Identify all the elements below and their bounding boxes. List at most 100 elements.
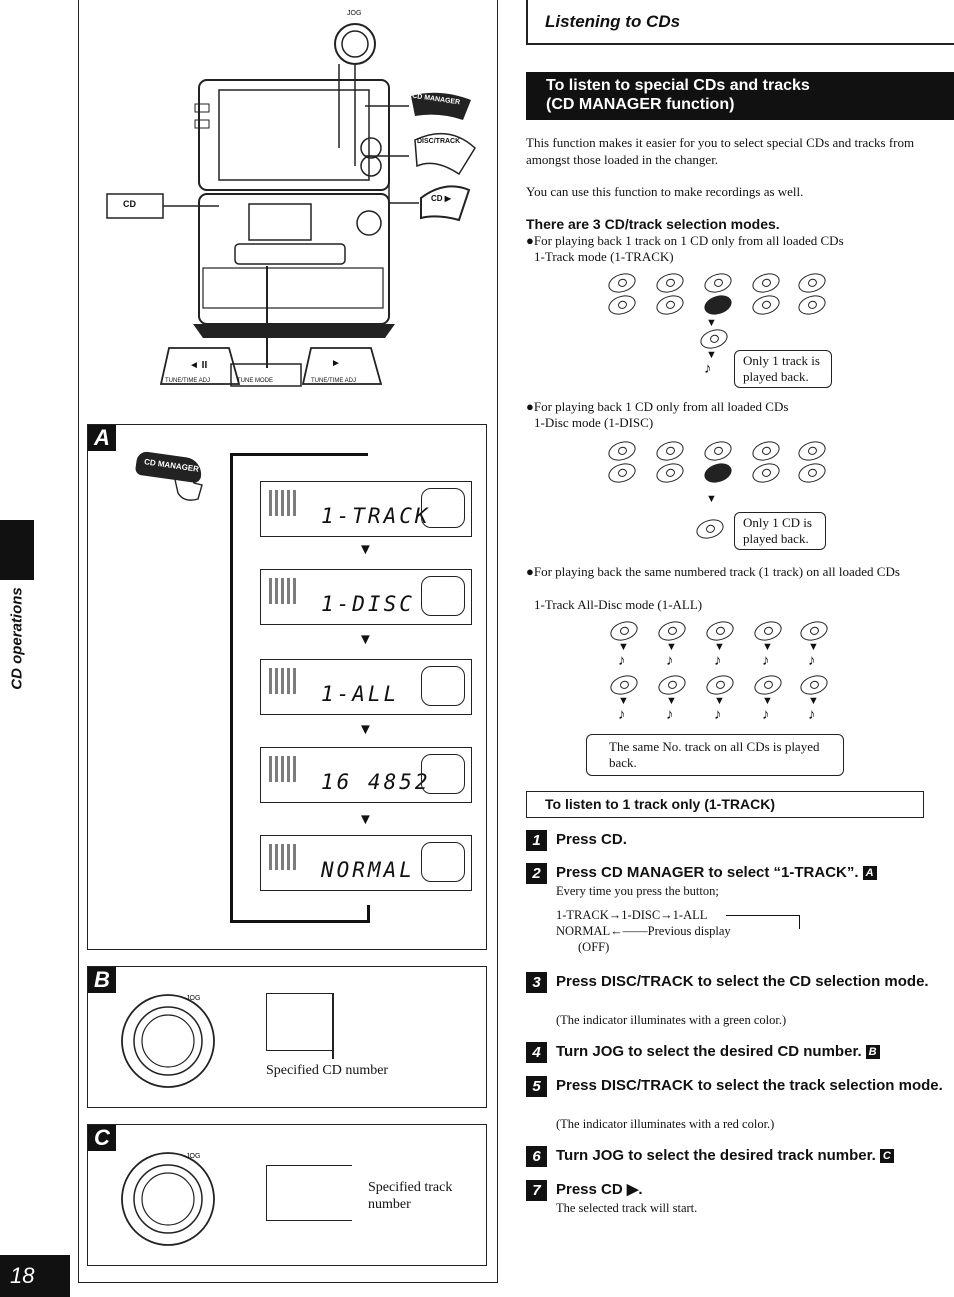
all-mode-callout: The same No. track on all CDs is played … — [586, 734, 844, 776]
track-mode-callout: Only 1 track is played back. — [734, 350, 832, 388]
all-mode-diagram: ▼ ▼ ▼ ▼ ▼ ♪ ♪ ♪ ♪ ♪ ▼ ▼ ▼ ▼ ▼ ♪ ♪ ♪ ♪ ♪ — [606, 618, 836, 738]
step-5-title: Press DISC/TRACK to select the track sel… — [556, 1077, 943, 1094]
panel-b-letter: B — [88, 967, 116, 993]
disc-indicator-icon — [421, 666, 465, 706]
cycle-line-2: NORMAL←——Previous display — [556, 924, 731, 938]
hand-press-icon — [173, 472, 203, 501]
step-5-number: 5 — [526, 1076, 547, 1097]
lcd-display-3: 1-ALL — [260, 659, 472, 715]
disc-indicator-icon — [421, 576, 465, 616]
track-mode-name: 1-Track mode (1-TRACK) — [534, 249, 674, 264]
lcd-display-2: 1-DISC — [260, 569, 472, 625]
step-5: 5 Press DISC/TRACK to select the track s… — [526, 1076, 946, 1132]
disc-mode-bullet: ●For playing back 1 CD only from all loa… — [526, 399, 789, 414]
step-6-title-wrap: Turn JOG to select the desired track num… — [556, 1146, 946, 1166]
step-1: 1 Press CD. — [526, 830, 946, 854]
arrow-down-icon: ▼ — [358, 812, 373, 828]
step-7-title: Press CD ▶. — [556, 1181, 643, 1198]
cycle-bottom-tick — [367, 905, 370, 923]
disc-mode-name: 1-Disc mode (1-DISC) — [534, 415, 654, 430]
section-banner-line1: To listen to special CDs and tracks — [546, 77, 810, 94]
cycle-line-1: 1-TRACK→1-DISC→1-ALL — [556, 908, 708, 922]
lcd-text-4: 16 4852 — [321, 770, 431, 794]
intro-paragraph-2: You can use this function to make record… — [526, 184, 804, 199]
step-3: 3 Press DISC/TRACK to select the CD sele… — [526, 972, 946, 1028]
jog-label-c: JOG — [186, 1153, 201, 1160]
panel-b: B JOG Specified CD number — [87, 966, 487, 1108]
panel-a-letter: A — [88, 425, 116, 451]
cycle-line-3: (OFF) — [578, 940, 610, 954]
jog-label-top: JOG — [347, 10, 362, 17]
panel-a: A CD MANAGER 1-TRACK ▼ 1-DISC ▼ 1-ALL ▼ — [87, 424, 487, 950]
jog-dial-icon — [121, 994, 215, 1088]
cd-play-button[interactable]: CD ▶ — [431, 194, 451, 203]
step-4-ref-badge: B — [865, 1045, 880, 1059]
jog-label-b: JOG — [186, 995, 201, 1002]
step-3-title: Press DISC/TRACK to select the CD select… — [556, 973, 929, 990]
step-3-number: 3 — [526, 972, 547, 993]
modes-heading: There are 3 CD/track selection modes. — [526, 216, 780, 232]
step-7-number: 7 — [526, 1180, 547, 1201]
cycle-top-line — [230, 453, 360, 456]
step-6-ref-badge: C — [879, 1149, 894, 1163]
specified-track-label: Specified track number — [368, 1180, 453, 1212]
section-tab-label: CD operations — [8, 587, 26, 690]
step-6-number: 6 — [526, 1146, 547, 1167]
step-2-title-wrap: Press CD MANAGER to select “1-TRACK”.A — [556, 863, 946, 883]
lcd-display-4: 16 4852 — [260, 747, 472, 803]
page-number: 18 — [0, 1255, 70, 1297]
step-7: 7 Press CD ▶. The selected track will st… — [526, 1180, 946, 1220]
arrow-down-icon: ▼ — [358, 632, 373, 648]
lcd-text-2: 1-DISC — [321, 592, 415, 616]
disc-mode-callout: Only 1 CD is played back. — [734, 512, 826, 550]
section-banner-line2: (CD MANAGER function) — [546, 96, 735, 113]
step-2-number: 2 — [526, 863, 547, 884]
step-4: 4 Turn JOG to select the desired CD numb… — [526, 1042, 946, 1066]
cycle-return-line — [726, 915, 800, 929]
left-illustration-column: JOG CD CD MANAGER DISC/TRACK CD ▶ ◄ II ►… — [78, 0, 498, 1283]
step-2-ref-badge: A — [862, 866, 877, 880]
jog-dial-icon — [121, 1152, 215, 1246]
step-4-title: Turn JOG to select the desired CD number… — [556, 1043, 862, 1060]
arrow-down-icon: ▼ — [358, 722, 373, 738]
step-2-title: Press CD MANAGER to select “1-TRACK”. — [556, 864, 859, 881]
step-4-number: 4 — [526, 1042, 547, 1063]
disc-track-button[interactable]: DISC/TRACK — [417, 138, 461, 145]
step-1-number: 1 — [526, 830, 547, 851]
lcd-text-3: 1-ALL — [321, 682, 400, 706]
step-5-note: (The indicator illuminates with a red co… — [556, 1117, 775, 1131]
cd-button-label[interactable]: CD — [123, 199, 136, 209]
disc-indicator-icon — [421, 754, 465, 794]
header-rule — [526, 43, 954, 45]
all-mode-bullet: ●For playing back the same numbered trac… — [526, 564, 900, 579]
tune-mode-label: TUNE MODE — [237, 378, 273, 384]
step-4-title-wrap: Turn JOG to select the desired CD number… — [556, 1042, 946, 1062]
tuner-adj-label-left: TUNE/TIME ADJ — [165, 378, 211, 384]
lcd-text-1: 1-TRACK — [321, 504, 431, 528]
specified-track-display — [266, 1165, 352, 1221]
step-3-note: (The indicator illuminates with a green … — [556, 1013, 787, 1027]
tuner-adj-label-right: TUNE/TIME ADJ — [311, 378, 357, 384]
step-1-title: Press CD. — [556, 831, 627, 848]
intro-paragraph: This function makes it easier for you to… — [526, 135, 915, 167]
tune-right-button[interactable]: ► — [331, 358, 341, 369]
disc-mode-diagram: ▼ — [600, 438, 830, 550]
page-title: Listening to CDs — [545, 12, 681, 31]
panel-c-letter: C — [88, 1125, 116, 1151]
disc-indicator-icon — [421, 842, 465, 882]
step-7-note: The selected track will start. — [556, 1201, 698, 1215]
tune-left-button[interactable]: ◄ II — [189, 360, 208, 371]
panel-c: C JOG Specified track number — [87, 1124, 487, 1266]
step-2: 2 Press CD MANAGER to select “1-TRACK”.A… — [526, 863, 946, 963]
stereo-unit-illustration — [106, 23, 476, 387]
disc-indicator-icon — [421, 488, 465, 528]
lcd-text-5: NORMAL — [321, 858, 415, 882]
cycle-bottom-line — [230, 920, 370, 923]
step-6-title: Turn JOG to select the desired track num… — [556, 1147, 876, 1164]
step-2-note: Every time you press the button; — [556, 884, 719, 898]
specified-cd-leader — [332, 993, 334, 1059]
specified-cd-display — [266, 993, 332, 1051]
section-tab-marker — [0, 520, 34, 580]
track-mode-diagram: ▼ ▼ ♪ — [600, 270, 830, 390]
lcd-display-1: 1-TRACK — [260, 481, 472, 537]
